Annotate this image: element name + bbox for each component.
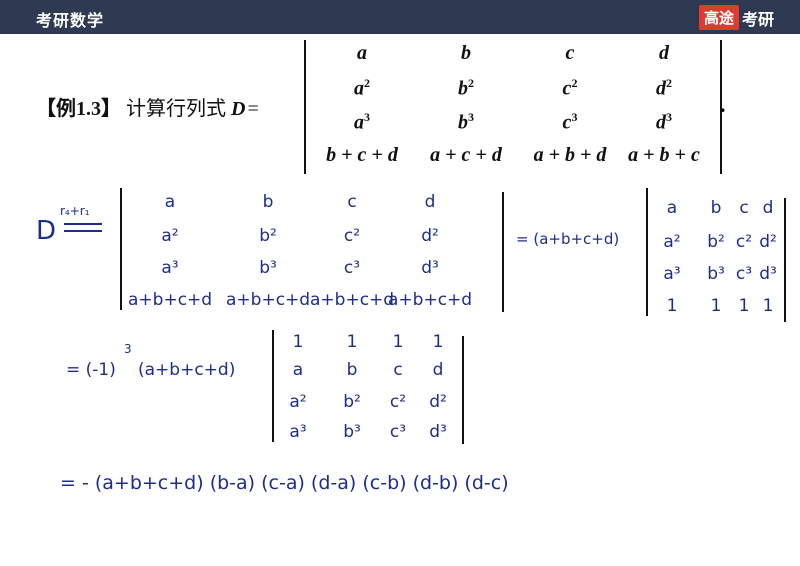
step1-row-op: r₄+r₁ — [60, 204, 90, 218]
step3-left-bar — [272, 330, 274, 442]
step3-eq: = (-1) — [66, 360, 116, 380]
step3-cell: d³ — [429, 422, 447, 442]
printed-cell: a + c + d — [430, 144, 502, 166]
step3-cell: b³ — [343, 422, 361, 442]
step2-cell: 1 — [738, 296, 750, 316]
step2-cell: 1 — [666, 296, 678, 316]
step1-cell: b² — [259, 226, 277, 246]
printed-cell: d3 — [656, 110, 672, 134]
step2-eq: = (a+b+c+d) — [516, 230, 620, 248]
step2-cell: c² — [735, 232, 753, 252]
printed-cell: a — [357, 42, 367, 64]
step3-cell: 1 — [392, 332, 404, 352]
printed-cell: a + b + d — [533, 144, 607, 166]
step1-cell: a² — [161, 226, 179, 246]
step2-cell: 1 — [762, 296, 774, 316]
step2-cell: a² — [663, 232, 681, 252]
top-bar: 考研数学 高途 考研 — [0, 0, 800, 34]
step3-cell: a — [292, 360, 304, 380]
printed-cell: c3 — [562, 110, 578, 134]
step3-cell: 1 — [346, 332, 358, 352]
example-text: 计算行列式 — [126, 98, 226, 120]
step1-left-bar — [120, 188, 122, 310]
step1-cell: b — [262, 192, 274, 212]
logo-text: 考研 — [741, 9, 774, 29]
step2-cell: a — [666, 198, 678, 218]
step3-exponent: 3 — [124, 342, 132, 356]
step2-cell: b — [710, 198, 722, 218]
printed-cell: d2 — [656, 76, 672, 100]
step3-cell: 1 — [292, 332, 304, 352]
step3-cell: a³ — [289, 422, 307, 442]
step3-cell: 1 — [432, 332, 444, 352]
step1-right-bar — [502, 192, 504, 312]
printed-cell: b + c + d — [326, 144, 398, 166]
step2-cell: 1 — [710, 296, 722, 316]
step3-cell: b² — [343, 392, 361, 412]
determinant-symbol: D — [231, 98, 246, 120]
printed-cell: c — [565, 42, 575, 64]
step1-cell: a³ — [161, 258, 179, 278]
step3-cell: c — [393, 360, 403, 380]
step1-eq-line-bottom — [64, 230, 102, 232]
printed-cell: c2 — [562, 76, 578, 100]
step4-result: = - (a+b+c+d) (b-a) (c-a) (d-a) (c-b) (d… — [60, 472, 509, 494]
printed-cell: a2 — [354, 76, 370, 100]
step2-left-bar — [646, 188, 648, 316]
step2-cell: d — [762, 198, 774, 218]
step3-factor: (a+b+c+d) — [138, 360, 236, 380]
step1-cell: c — [347, 192, 357, 212]
step1-cell: d² — [421, 226, 439, 246]
printed-cell: d — [659, 42, 669, 64]
printed-determinant: a b c d a2 b2 c2 d2 a3 b3 c3 d3 b + c + d a + c + d a … — [304, 40, 722, 174]
step3-cell: a² — [289, 392, 307, 412]
printed-cell: b2 — [458, 76, 474, 100]
printed-cell: a3 — [354, 110, 370, 134]
step3-cell: d — [432, 360, 444, 380]
step3-cell: d² — [429, 392, 447, 412]
step1-cell: a+b+c+d — [310, 290, 395, 310]
step2-cell: b³ — [707, 264, 725, 284]
step2-cell: d² — [759, 232, 777, 252]
printed-cell: b — [461, 42, 471, 64]
step3-cell: c³ — [389, 422, 407, 442]
step1-cell: d³ — [421, 258, 439, 278]
step2-cell: c — [739, 198, 749, 218]
step1-cell: a — [164, 192, 176, 212]
step1-cell: a+b+c+d — [128, 290, 213, 310]
step1-cell: b³ — [259, 258, 277, 278]
step3-right-bar — [462, 336, 464, 444]
example-tag: 【例1.3】 — [36, 98, 121, 120]
step1-cell: c² — [343, 226, 361, 246]
period: . — [720, 92, 726, 117]
example-statement: 【例1.3】 计算行列式 D= — [36, 92, 259, 121]
logo-badge: 高途 — [698, 5, 739, 30]
step2-cell: b² — [707, 232, 725, 252]
step2-cell: c³ — [735, 264, 753, 284]
step3-cell: b — [346, 360, 358, 380]
printed-cell: a + b + c — [628, 144, 700, 166]
step1-eq-line-top — [64, 223, 102, 225]
printed-cell: b3 — [458, 110, 474, 134]
step1-cell: d — [424, 192, 436, 212]
step1-cell: c³ — [343, 258, 361, 278]
brand-logo: 高途 考研 — [698, 5, 774, 30]
step2-right-bar — [784, 198, 786, 322]
step2-cell: d³ — [759, 264, 777, 284]
step1-cell: a+b+c+d — [388, 290, 473, 310]
step1-D: D — [36, 216, 57, 246]
course-title: 考研数学 — [36, 11, 105, 30]
step3-cell: c² — [389, 392, 407, 412]
step1-cell: a+b+c+d — [226, 290, 311, 310]
step2-cell: a³ — [663, 264, 681, 284]
equals-sign: = — [247, 98, 259, 120]
